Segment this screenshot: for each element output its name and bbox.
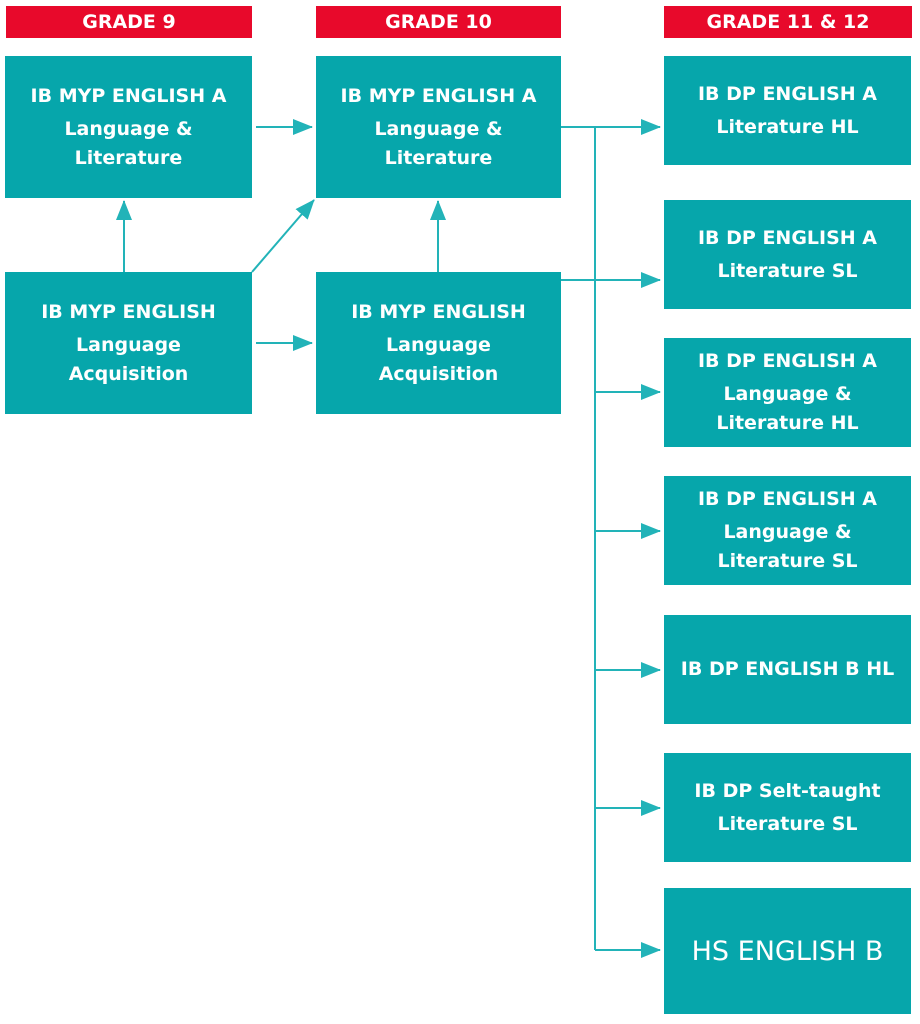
box-dp-english-b-hl: IB DP ENGLISH B HL — [664, 615, 911, 724]
box-line: Literature SL — [717, 812, 858, 835]
box-g10-acquisition: IB MYP ENGLISH Language Acquisition — [316, 272, 561, 414]
box-line: Literature HL — [716, 412, 859, 434]
box-line: Language & — [374, 117, 503, 140]
box-title: HS ENGLISH B — [691, 935, 884, 967]
box-title: IB MYP ENGLISH — [351, 300, 526, 323]
box-line: Language & — [64, 117, 193, 140]
box-line: Literature HL — [716, 115, 859, 138]
box-title: IB DP ENGLISH A — [697, 226, 878, 249]
box-line: Literature SL — [717, 550, 858, 572]
box-title: IB MYP ENGLISH A — [30, 84, 227, 107]
box-line: Language & — [723, 521, 852, 543]
box-dp-langlit-sl: IB DP ENGLISH A Language & Literature SL — [664, 476, 911, 585]
box-g10-english-a: IB MYP ENGLISH A Language & Literature — [316, 56, 561, 198]
box-line: Acquisition — [378, 362, 499, 385]
header-grade-9: GRADE 9 — [6, 6, 252, 38]
box-hs-english-b: HS ENGLISH B — [664, 888, 911, 1014]
arrow-g9acq-to-g10a — [251, 199, 315, 273]
box-line: Acquisition — [68, 362, 189, 385]
box-g9-acquisition: IB MYP ENGLISH Language Acquisition — [5, 272, 252, 414]
box-line: Literature — [384, 146, 493, 169]
box-dp-self-taught: IB DP Selt-taught Literature SL — [664, 753, 911, 862]
box-line: Language — [76, 333, 181, 356]
box-title: IB MYP ENGLISH A — [340, 84, 537, 107]
box-dp-lit-hl: IB DP ENGLISH A Literature HL — [664, 56, 911, 165]
box-title: IB DP ENGLISH A — [697, 488, 878, 510]
box-title: IB DP ENGLISH A — [697, 350, 878, 372]
box-line: Literature — [74, 146, 183, 169]
header-grade-11-12: GRADE 11 & 12 — [664, 6, 912, 38]
box-g9-english-a: IB MYP ENGLISH A Language & Literature — [5, 56, 252, 198]
box-title: IB MYP ENGLISH — [41, 300, 216, 323]
box-title: IB DP ENGLISH B HL — [680, 658, 895, 680]
box-dp-langlit-hl: IB DP ENGLISH A Language & Literature HL — [664, 338, 911, 447]
box-title: IB DP ENGLISH A — [697, 82, 878, 105]
header-grade-10: GRADE 10 — [316, 6, 561, 38]
box-line: Language & — [723, 383, 852, 405]
box-line: Literature SL — [717, 259, 858, 282]
box-dp-lit-sl: IB DP ENGLISH A Literature SL — [664, 200, 911, 309]
box-title: IB DP Selt-taught — [694, 779, 881, 802]
box-line: Language — [386, 333, 491, 356]
